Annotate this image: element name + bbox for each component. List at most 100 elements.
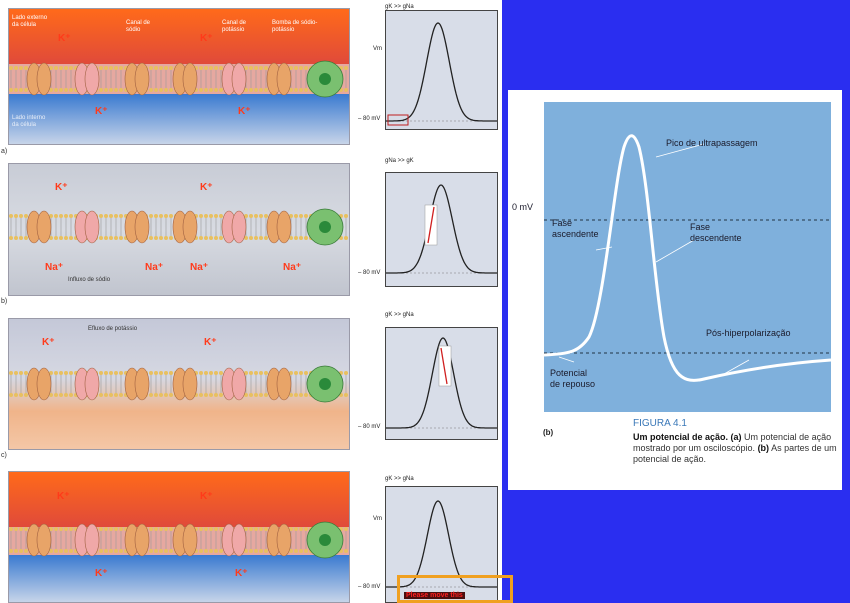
- lipid-head: [244, 88, 248, 92]
- lipid-head: [24, 236, 28, 240]
- lipid-head: [149, 371, 153, 375]
- lipid-head: [254, 88, 258, 92]
- lipid-head: [154, 66, 158, 70]
- lipid-head: [344, 236, 348, 240]
- lipid-head: [69, 527, 73, 531]
- membrane-diagram-a: [9, 9, 349, 144]
- lipid-head: [24, 393, 28, 397]
- lipid-head: [109, 214, 113, 218]
- lipid-head: [209, 236, 213, 240]
- figure-caption: Um potencial de ação. (a) Um potencial d…: [633, 432, 843, 465]
- lipid-head: [109, 527, 113, 531]
- caption-a: (a): [730, 432, 742, 442]
- graph-d: [385, 486, 498, 603]
- graph-title-d: gK >> gNa: [385, 476, 414, 482]
- membrane-panel-b: [8, 163, 350, 296]
- graph-title-a: gK >> gNa: [385, 4, 414, 10]
- lipid-head: [169, 236, 173, 240]
- lipid-head: [54, 236, 58, 240]
- na-channel-subunit: [182, 523, 198, 557]
- lipid-head: [9, 371, 13, 375]
- textbook-page-left: Lado externo da célula Lado interno da c…: [0, 0, 513, 603]
- ion-label: K⁺: [55, 182, 68, 193]
- lipid-head: [154, 549, 158, 553]
- lipid-head: [219, 371, 223, 375]
- lipid-head: [344, 88, 348, 92]
- potassium-efflux-label: Efluxo de potássio: [88, 326, 138, 332]
- lipid-head: [49, 527, 53, 531]
- lipid-head: [204, 527, 208, 531]
- lipid-head: [59, 236, 63, 240]
- lipid-head: [249, 527, 253, 531]
- lipid-head: [24, 371, 28, 375]
- lipid-head: [9, 527, 13, 531]
- lipid-head: [304, 88, 308, 92]
- lipid-head: [119, 66, 123, 70]
- overlay-notice-box: Please move this: [397, 575, 513, 603]
- lipid-head: [54, 527, 58, 531]
- lipid-head: [49, 549, 53, 553]
- lipid-head: [159, 549, 163, 553]
- graph-title-c: gK >> gNa: [385, 312, 414, 318]
- lipid-head: [344, 371, 348, 375]
- lipid-head: [254, 527, 258, 531]
- lipid-head: [204, 393, 208, 397]
- ion-label: Na⁺: [45, 262, 64, 273]
- lipid-head: [304, 393, 308, 397]
- na-channel-subunit: [182, 62, 198, 96]
- lipid-head: [64, 393, 68, 397]
- resting-potential-label: Potencial de repouso: [550, 368, 596, 389]
- lipid-head: [24, 527, 28, 531]
- membrane-diagram-b: [9, 164, 349, 295]
- lipid-head: [264, 66, 268, 70]
- rising-phase-label: Fase ascendente: [552, 218, 599, 239]
- lipid-head: [169, 88, 173, 92]
- na-channel-subunit: [182, 367, 198, 401]
- membrane-panel-c: [8, 318, 350, 450]
- panel-letter-b: b): [1, 298, 8, 305]
- lipid-head: [214, 214, 218, 218]
- lipid-head: [99, 88, 103, 92]
- na-channel-subunit: [276, 367, 292, 401]
- pump-core: [319, 221, 331, 233]
- lipid-head: [109, 236, 113, 240]
- lipid-head: [169, 549, 173, 553]
- lipid-head: [154, 214, 158, 218]
- lipid-head: [64, 66, 68, 70]
- lipid-head: [64, 88, 68, 92]
- lipid-head: [109, 88, 113, 92]
- lipid-head: [159, 88, 163, 92]
- lipid-head: [64, 214, 68, 218]
- figure-plot-area: [544, 102, 831, 412]
- membrane-panel-a: [8, 8, 350, 145]
- lipid-head: [49, 236, 53, 240]
- lipid-head: [19, 66, 23, 70]
- lipid-head: [204, 549, 208, 553]
- lipid-head: [249, 549, 253, 553]
- lipid-head: [164, 66, 168, 70]
- lipid-head: [109, 66, 113, 70]
- lipid-head: [104, 214, 108, 218]
- lipid-head: [159, 214, 163, 218]
- lipid-head: [114, 236, 118, 240]
- lipid-head: [294, 527, 298, 531]
- lipid-head: [14, 236, 18, 240]
- lipid-head: [264, 88, 268, 92]
- lipid-head: [149, 214, 153, 218]
- lipid-head: [164, 527, 168, 531]
- na-channel-subunit: [134, 210, 150, 244]
- lipid-head: [254, 236, 258, 240]
- lipid-head: [114, 527, 118, 531]
- ion-label: K⁺: [42, 337, 55, 348]
- lipid-head: [119, 527, 123, 531]
- lipid-head: [14, 214, 18, 218]
- hyperpolarization-label: Pós-hiperpolarização: [706, 328, 791, 338]
- k-channel-subunit: [84, 523, 100, 557]
- lipid-head: [304, 66, 308, 70]
- lipid-head: [169, 66, 173, 70]
- caption-text-1: Um potencial de ação mostrado por um osc…: [633, 432, 832, 453]
- lipid-head: [209, 393, 213, 397]
- ap-curve: [386, 184, 497, 274]
- lipid-head: [59, 214, 63, 218]
- pump-core: [319, 378, 331, 390]
